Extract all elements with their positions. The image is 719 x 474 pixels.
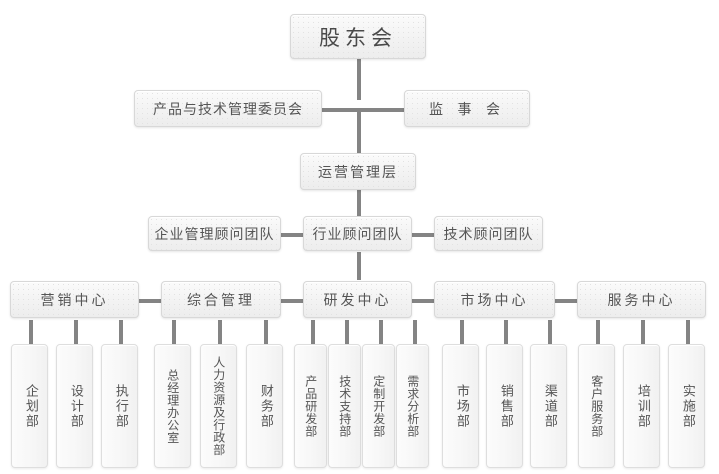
connector-drop-marketing-3 (119, 320, 123, 344)
node-dept-sales[interactable]: 销售部 (486, 344, 523, 468)
node-dept-requirements-analysis[interactable]: 需求分析部 (396, 344, 429, 468)
connector-drop-market-3 (548, 320, 552, 344)
node-label: 营销中心 (40, 292, 109, 309)
node-label: 股东会 (319, 25, 397, 50)
node-label: 渠道部 (541, 383, 557, 429)
connector-committee-row-to-operations (357, 108, 361, 153)
node-advisor-enterprise-management[interactable]: 企业管理顾问团队 (148, 216, 281, 251)
node-dept-implementation[interactable]: 实施部 (668, 344, 705, 468)
node-label: 设计部 (67, 383, 83, 429)
node-label: 销售部 (497, 383, 513, 429)
connector-drop-marketing-2 (74, 320, 78, 344)
connector-operations-to-advisors (357, 190, 361, 218)
node-product-tech-committee[interactable]: 产品与技术管理委员会 (134, 90, 322, 127)
node-dept-training[interactable]: 培训部 (623, 344, 660, 468)
connector-drop-marketing-1 (29, 320, 33, 344)
connector-center-4-5 (555, 299, 577, 303)
node-dept-planning[interactable]: 企划部 (11, 344, 48, 468)
node-label: 服务中心 (607, 292, 676, 309)
node-label: 执行部 (112, 383, 128, 429)
node-label: 企划部 (22, 383, 38, 429)
node-center-service[interactable]: 服务中心 (577, 281, 706, 318)
node-advisor-industry[interactable]: 行业顾问团队 (303, 216, 412, 251)
node-label: 总经理办公室 (165, 368, 180, 444)
node-dept-design[interactable]: 设计部 (56, 344, 93, 468)
node-label: 研发中心 (323, 292, 392, 309)
node-label: 市场中心 (460, 292, 529, 309)
connector-center-1-2 (139, 299, 161, 303)
connector-drop-market-2 (504, 320, 508, 344)
connector-drop-rd-2 (345, 320, 349, 344)
node-dept-customer-service[interactable]: 客户服务部 (578, 344, 615, 468)
node-label: 技术顾问团队 (443, 226, 534, 243)
node-center-market[interactable]: 市场中心 (434, 281, 555, 318)
connector-advisor-right (412, 233, 434, 237)
node-dept-custom-development[interactable]: 定制开发部 (362, 344, 395, 468)
node-center-research-development[interactable]: 研发中心 (303, 281, 412, 318)
connector-root-to-committee-row (357, 58, 361, 100)
connector-drop-service-3 (686, 320, 690, 344)
connector-drop-rd-4 (413, 320, 417, 344)
node-dept-hr-admin[interactable]: 人力资源及行政部 (200, 344, 237, 468)
node-label: 行业顾问团队 (312, 226, 403, 243)
node-label: 实施部 (679, 383, 695, 429)
node-label: 财务部 (257, 383, 273, 429)
node-center-marketing[interactable]: 营销中心 (10, 281, 139, 318)
node-dept-execution[interactable]: 执行部 (101, 344, 138, 468)
node-label: 综合管理 (187, 292, 255, 309)
node-label: 市场部 (453, 383, 469, 429)
node-dept-tech-support[interactable]: 技术支持部 (328, 344, 361, 468)
connector-drop-rd-3 (379, 320, 383, 344)
node-advisor-technology[interactable]: 技术顾问团队 (434, 216, 543, 251)
connector-center-2-3 (281, 299, 303, 303)
connector-drop-general-2 (218, 320, 222, 344)
node-label: 企业管理顾问团队 (154, 226, 275, 243)
node-board-of-supervisors[interactable]: 监 事 会 (404, 90, 530, 127)
node-operations-management[interactable]: 运营管理层 (300, 153, 416, 190)
node-label: 培训部 (634, 383, 650, 429)
node-label: 技术支持部 (337, 374, 352, 438)
node-shareholders-meeting[interactable]: 股东会 (290, 14, 426, 59)
connector-drop-service-2 (641, 320, 645, 344)
connector-drop-general-3 (264, 320, 268, 344)
node-dept-gm-office[interactable]: 总经理办公室 (154, 344, 191, 468)
node-dept-channel[interactable]: 渠道部 (530, 344, 567, 468)
node-label: 客户服务部 (589, 374, 604, 438)
node-label: 产品研发部 (303, 374, 318, 438)
node-label: 监 事 会 (429, 101, 505, 118)
node-center-general-management[interactable]: 综合管理 (161, 281, 281, 318)
node-label: 产品与技术管理委员会 (153, 101, 303, 118)
connector-advisors-to-centers (357, 252, 361, 280)
connector-drop-general-1 (172, 320, 176, 344)
connector-committee-supervisor (322, 108, 412, 112)
connector-drop-market-1 (460, 320, 464, 344)
connector-drop-service-1 (596, 320, 600, 344)
connector-advisor-left (281, 233, 303, 237)
connector-drop-rd-1 (311, 320, 315, 344)
node-label: 人力资源及行政部 (211, 356, 226, 456)
node-label: 运营管理层 (318, 164, 398, 181)
node-dept-product-rd[interactable]: 产品研发部 (294, 344, 327, 468)
node-label: 需求分析部 (405, 374, 420, 438)
node-dept-finance[interactable]: 财务部 (246, 344, 283, 468)
node-label: 定制开发部 (371, 374, 386, 438)
node-dept-market[interactable]: 市场部 (442, 344, 479, 468)
connector-center-3-4 (412, 299, 434, 303)
